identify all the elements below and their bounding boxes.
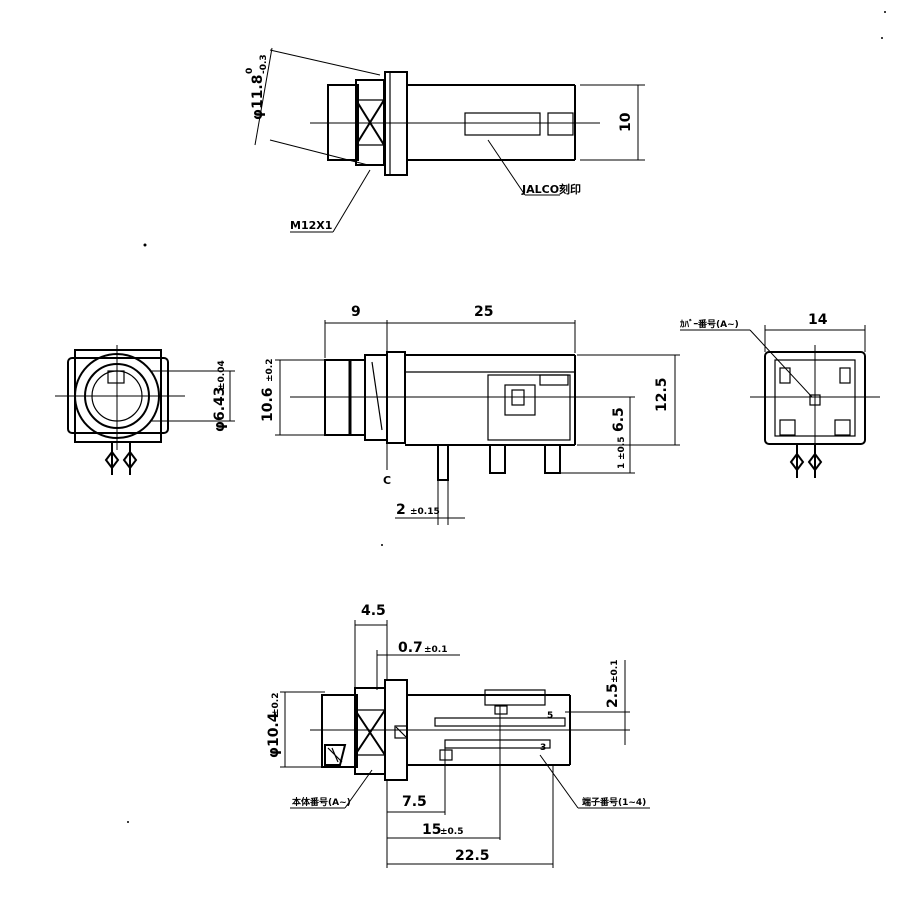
side-view: 9 25 10.6 ±0.2 12.5 6.5 1 ±0.5 C 2 ±0.15	[260, 304, 680, 525]
side-height-small: 1	[617, 463, 627, 469]
top-dia-tol-lower: -0.3	[259, 54, 269, 74]
bottom-dia: φ10.4	[266, 712, 282, 758]
side-pin-w-tol: ±0.15	[410, 507, 440, 517]
side-dia-label: 10.6	[260, 387, 276, 422]
side-c-mark: C	[383, 474, 391, 487]
top-thread-note: M12X1	[290, 219, 332, 232]
side-pin-w: 2	[396, 502, 406, 518]
side-dia-tol: ±0.2	[265, 359, 275, 382]
bottom-d2-tol: ±0.5	[440, 827, 463, 837]
bottom-body-note: 本体番号(A~)	[292, 796, 351, 808]
front-dia-tol: ±0.04	[217, 360, 227, 390]
front-view: φ6.43 ±0.04	[55, 345, 235, 475]
bottom-dia-tol: ±0.2	[271, 693, 281, 716]
bottom-pin5: 5	[547, 711, 553, 721]
side-len-a: 9	[351, 304, 361, 320]
bottom-w2-tol: ±0.1	[424, 645, 447, 655]
scan-specks	[127, 11, 886, 823]
top-marking-note: JALCO刻印	[521, 182, 581, 196]
rear-view: 14 ｶﾊﾞｰ番号(A~)	[680, 312, 880, 478]
bottom-view: 5 3 4.5 0.7 ±0.1 φ10.4 ±0.2 2.5 ±0.1 7.5…	[266, 603, 650, 868]
bottom-d3: 22.5	[455, 848, 490, 864]
top-dia-label: φ11.8	[250, 75, 266, 121]
top-view: φ11.8 0 -0.3 10 JALCO刻印 M12X1	[245, 47, 645, 233]
bottom-h1: 2.5	[605, 683, 621, 708]
bottom-d1: 7.5	[402, 794, 427, 810]
bottom-w1: 4.5	[361, 603, 386, 619]
side-height-mid: 6.5	[611, 407, 627, 432]
bottom-pin3: 3	[540, 743, 546, 753]
bottom-w2: 0.7	[398, 640, 423, 656]
side-height-small-tol: ±0.5	[617, 437, 627, 460]
bottom-term-note: 端子番号(1~4)	[582, 796, 646, 808]
bottom-h1-tol: ±0.1	[610, 660, 620, 683]
top-height-label: 10	[618, 112, 634, 132]
side-height-total: 12.5	[654, 377, 670, 412]
front-dia-label: φ6.43	[212, 387, 228, 433]
side-len-b: 25	[474, 304, 493, 320]
bottom-d2: 15	[422, 822, 441, 838]
rear-cover-note: ｶﾊﾞｰ番号(A~)	[680, 318, 739, 330]
top-dia-tol-upper: 0	[245, 68, 255, 74]
rear-width: 14	[808, 312, 828, 328]
